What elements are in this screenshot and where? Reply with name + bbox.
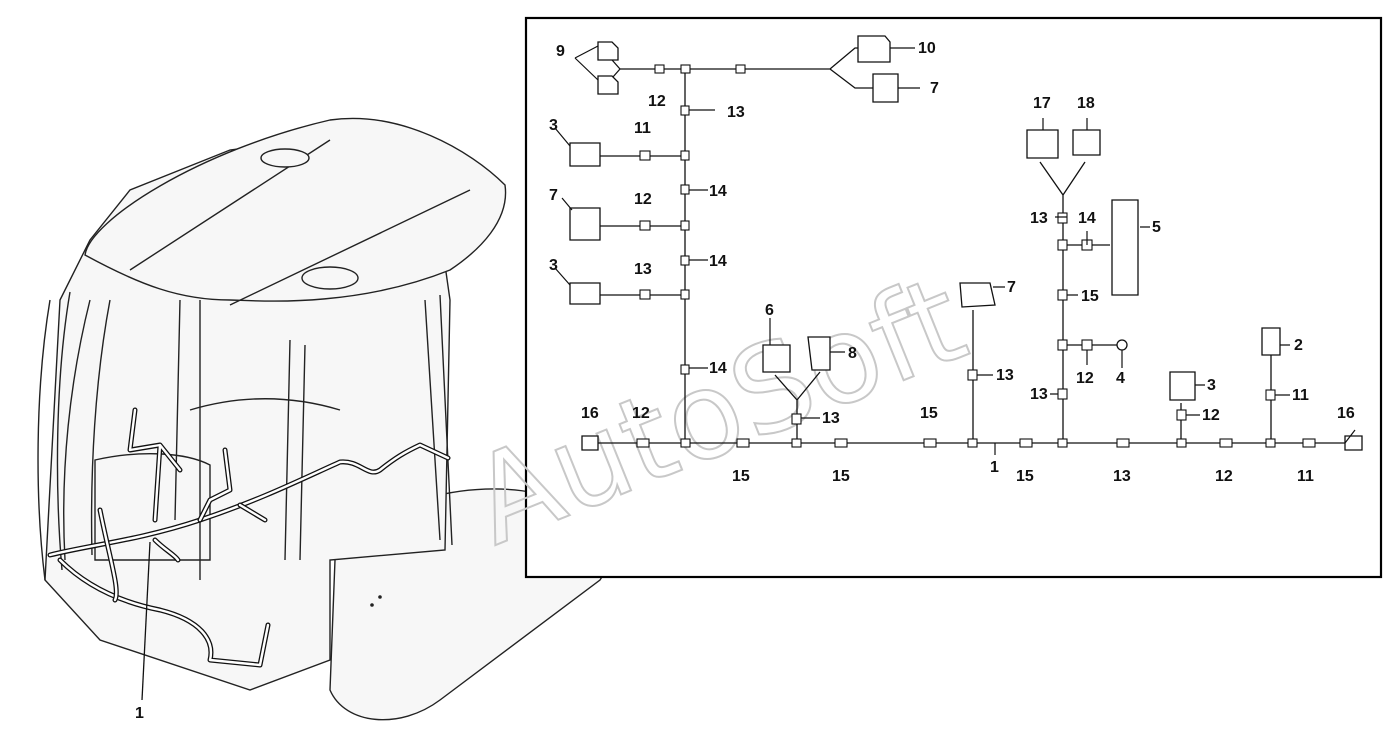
callout-3-a: 3 bbox=[549, 117, 558, 134]
callout-14-b: 14 bbox=[709, 253, 727, 270]
callout-15-b: 15 bbox=[832, 468, 850, 485]
callout-12-c: 12 bbox=[632, 405, 650, 422]
callout-9: 9 bbox=[556, 43, 565, 60]
callout-4: 4 bbox=[1116, 370, 1125, 387]
callout-12-a: 12 bbox=[648, 93, 666, 110]
callout-3-b: 3 bbox=[549, 257, 558, 274]
callout-10: 10 bbox=[918, 40, 936, 57]
callout-11-b: 11 bbox=[1292, 387, 1309, 404]
callout-16-a: 16 bbox=[581, 405, 599, 422]
callout-7-a: 7 bbox=[930, 80, 939, 97]
callout-13-f: 13 bbox=[1030, 386, 1048, 403]
callout-overview-harness: 1 bbox=[135, 705, 144, 722]
callout-13-g: 13 bbox=[1113, 468, 1131, 485]
callout-13-c: 13 bbox=[822, 410, 840, 427]
schematic-frame bbox=[524, 16, 1383, 579]
callout-11-c: 11 bbox=[1297, 468, 1314, 485]
cab-overview-illustration: 1 bbox=[37, 117, 607, 722]
callout-7-c: 7 bbox=[1007, 279, 1016, 296]
callout-12-f: 12 bbox=[1215, 468, 1233, 485]
callout-5: 5 bbox=[1152, 219, 1161, 236]
callout-15-e: 15 bbox=[1016, 468, 1034, 485]
callout-11-a: 11 bbox=[634, 120, 651, 137]
callout-labels: 9 12 13 10 7 3 11 14 7 12 14 3 13 14 6 8… bbox=[549, 40, 1355, 485]
callout-8: 8 bbox=[848, 345, 857, 362]
callout-15-d: 15 bbox=[1081, 288, 1099, 305]
callout-13-d: 13 bbox=[996, 367, 1014, 384]
callout-3-c: 3 bbox=[1207, 377, 1216, 394]
callout-12-d: 12 bbox=[1076, 370, 1094, 387]
callout-13-a: 13 bbox=[727, 104, 745, 121]
callout-13-e: 13 bbox=[1030, 210, 1048, 227]
callout-12-b: 12 bbox=[634, 191, 652, 208]
callout-18: 18 bbox=[1077, 95, 1095, 112]
callout-2: 2 bbox=[1294, 337, 1303, 354]
callout-6: 6 bbox=[765, 302, 774, 319]
callout-15-a: 15 bbox=[732, 468, 750, 485]
schematic-components bbox=[569, 35, 1363, 451]
callout-14-d: 14 bbox=[1078, 210, 1096, 227]
callout-7-b: 7 bbox=[549, 187, 558, 204]
callout-16-b: 16 bbox=[1337, 405, 1355, 422]
callout-13-b: 13 bbox=[634, 261, 652, 278]
callout-14-a: 14 bbox=[709, 183, 727, 200]
callout-14-c: 14 bbox=[709, 360, 727, 377]
callout-leaders bbox=[554, 45, 1356, 455]
callout-12-e: 12 bbox=[1202, 407, 1220, 424]
callout-17: 17 bbox=[1033, 95, 1051, 112]
callout-15-c: 15 bbox=[920, 405, 938, 422]
harness-clips bbox=[636, 64, 1316, 448]
callout-1: 1 bbox=[990, 459, 999, 476]
